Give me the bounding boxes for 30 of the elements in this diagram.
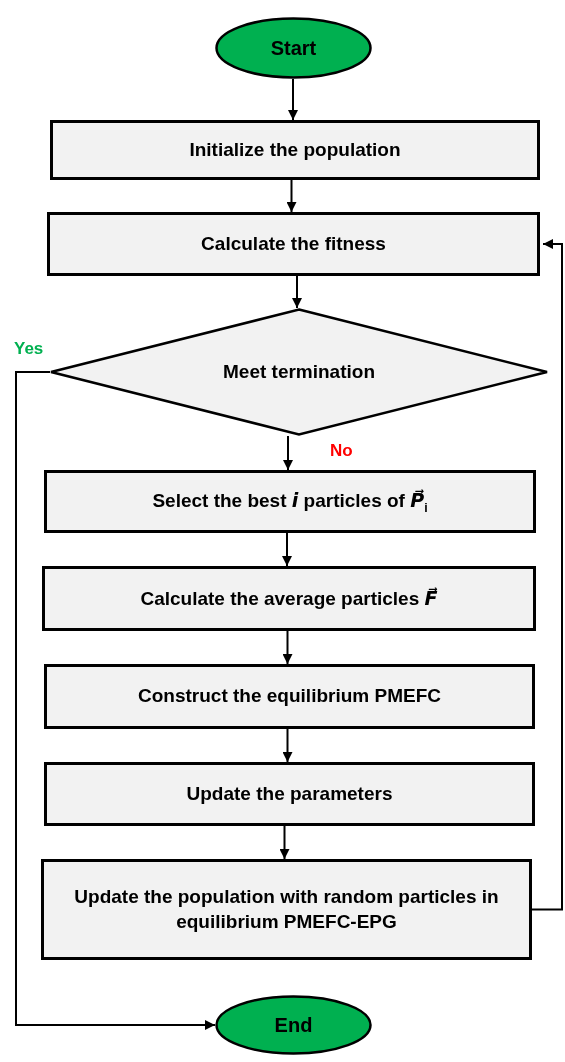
- node-text: Select the best i particles of P⃗$_{i}$: [152, 487, 428, 516]
- arrow: [282, 728, 293, 763]
- process-box: [44, 470, 536, 533]
- arrow: [286, 179, 297, 213]
- node-text: Calculate the average particles F⃗: [140, 585, 438, 611]
- arrow: [288, 78, 298, 121]
- node-text: Construct the equilibrium PMEFC: [138, 684, 441, 709]
- process-box: [44, 762, 535, 826]
- arrow: [15, 371, 216, 1030]
- node-text: End: [274, 1013, 313, 1038]
- node-text: Update the population with random particles in equilibrium PMEFC-EPG: [73, 884, 500, 934]
- process-box: [42, 566, 536, 631]
- node-text: Start: [270, 36, 317, 61]
- node-text: Initialize the population: [189, 137, 401, 162]
- arrow: [282, 532, 292, 567]
- process-box: [50, 120, 540, 180]
- arrow: [282, 630, 293, 665]
- process-box: [47, 212, 540, 276]
- process-box: [41, 859, 532, 960]
- decision-diamond: [50, 308, 548, 436]
- node-text: Calculate the fitness: [201, 231, 386, 256]
- arrow: [292, 275, 302, 309]
- terminal-ellipse: [215, 17, 372, 79]
- node-text: Meet termination: [223, 359, 375, 384]
- arrow: [531, 239, 563, 911]
- process-box: [44, 664, 535, 729]
- arrow: [283, 435, 293, 471]
- node-text: Update the parameters: [186, 781, 393, 806]
- terminal-ellipse: [215, 995, 372, 1055]
- arrow: [279, 825, 290, 860]
